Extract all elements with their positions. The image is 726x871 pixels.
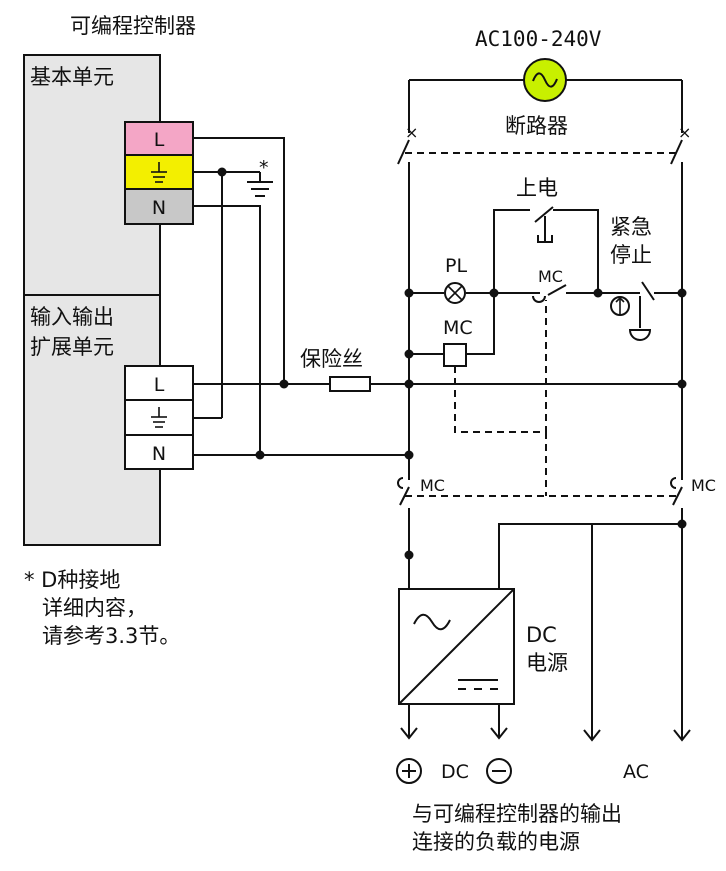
ground-icon — [151, 162, 167, 183]
io-unit-label-1: 输入输出 — [30, 305, 114, 329]
source-label: AC100-240V — [475, 27, 602, 51]
mc-main-left-arc — [397, 477, 404, 489]
mc-contact-label: MC — [538, 267, 563, 286]
mc-coil-icon — [443, 343, 467, 367]
mc-main-right-label: MC — [691, 476, 716, 495]
ground-icon — [151, 407, 167, 428]
dc-supply-label-2: 电源 — [526, 651, 568, 675]
dc-supply-label-1: DC — [526, 623, 557, 647]
fuse-label: 保险丝 — [300, 347, 363, 371]
base-terminal-N-label: N — [152, 197, 166, 219]
io-terminal-N — [124, 434, 194, 470]
emergency-mushroom-icon — [628, 329, 652, 341]
ground-note-line-3: 请参考3.3节。 — [42, 624, 180, 648]
wire-ac-second — [591, 523, 682, 740]
breaker-left-blade — [397, 139, 410, 165]
minus-terminal-icon — [486, 758, 512, 784]
mc-main-right-blade — [672, 486, 683, 506]
mc-contact-arc — [532, 295, 546, 303]
earth-ground-icon — [247, 172, 273, 197]
ac-output-label: AC — [623, 761, 649, 783]
mc-contact-blade — [547, 284, 567, 296]
mc-coil-label: MC — [443, 317, 473, 339]
wire-power-on-right — [553, 209, 599, 293]
controller-title: 可编程控制器 — [70, 14, 196, 38]
wire-dc-supply-right — [498, 523, 682, 589]
breaker-left-mark: × — [405, 123, 418, 142]
power-on-contact — [534, 206, 554, 223]
base-unit-label: 基本单元 — [30, 65, 114, 89]
sine-wave-icon — [532, 72, 558, 88]
emergency-label-2: 停止 — [610, 243, 652, 267]
io-terminal-L — [124, 365, 194, 401]
plus-terminal-icon — [396, 758, 422, 784]
emergency-contact-blade — [641, 281, 655, 301]
mc-main-left-label: MC — [420, 476, 445, 495]
wire-coil-right — [466, 293, 495, 355]
power-on-button-icon — [537, 235, 553, 243]
emergency-label-1: 紧急 — [610, 215, 652, 239]
mc-main-left-blade — [399, 486, 410, 506]
wire-base-L — [193, 137, 285, 384]
base-terminal-L-label: L — [154, 129, 165, 151]
pilot-lamp-label: PL — [445, 255, 467, 277]
breaker-label: 断路器 — [505, 114, 568, 138]
ground-note-marker: * — [259, 157, 269, 179]
footer-line-2: 连接的负载的电源 — [412, 830, 580, 854]
ac-input-icon — [413, 613, 451, 631]
ground-note-line-1: * D种接地 — [24, 568, 120, 592]
dc-output-label: DC — [441, 761, 469, 783]
wire-base-N — [193, 205, 261, 455]
wire-power-on-left — [493, 209, 530, 293]
footer-line-1: 与可编程控制器的输出 — [412, 802, 622, 826]
io-terminal-L-label: L — [154, 374, 165, 396]
ground-note-line-2: 详细内容， — [42, 596, 147, 620]
power-on-label: 上电 — [516, 176, 558, 200]
io-terminal-N-label: N — [152, 443, 166, 465]
breaker-right-mark: × — [678, 123, 691, 142]
io-unit-label-2: 扩展单元 — [30, 335, 114, 359]
mc-coil-link — [454, 300, 547, 433]
breaker-right-blade — [670, 139, 683, 165]
fuse-icon — [329, 376, 371, 392]
mc-main-right-arc — [670, 477, 677, 489]
